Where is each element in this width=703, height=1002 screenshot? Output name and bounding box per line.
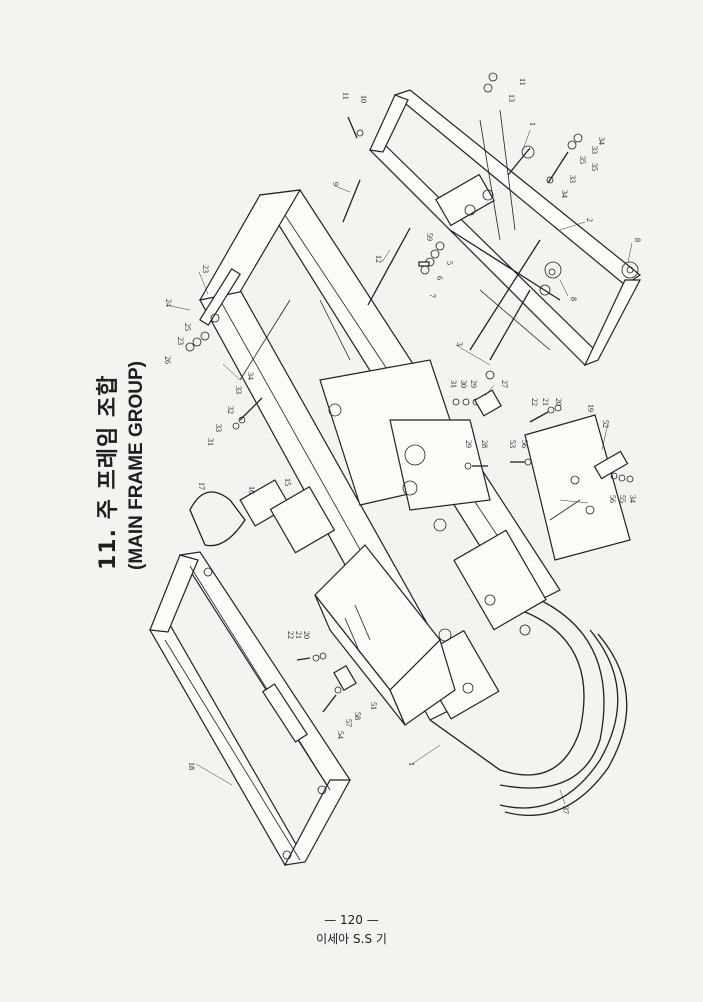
label-6: 6 xyxy=(435,276,444,280)
label-56: 56 xyxy=(608,495,617,503)
label-3: 3 xyxy=(455,342,464,346)
label-35: 35 xyxy=(578,156,587,164)
label-52: 52 xyxy=(601,420,610,428)
label-59: 59 xyxy=(425,233,434,241)
label-24: 24 xyxy=(164,299,173,307)
label-18: 18 xyxy=(187,762,196,770)
label-26: 26 xyxy=(163,356,172,364)
label-58: 58 xyxy=(353,712,362,720)
label-11: 11 xyxy=(341,92,350,100)
label-21: 21 xyxy=(541,398,550,406)
label-11: 11 xyxy=(518,78,527,86)
seat-parts-15-16-17 xyxy=(189,479,336,554)
right-frame-assembly xyxy=(368,89,642,380)
label-15: 15 xyxy=(283,478,292,486)
label-5: 5 xyxy=(445,261,454,265)
label-8: 8 xyxy=(633,238,642,242)
label-34: 34 xyxy=(628,495,637,503)
leader-lines xyxy=(170,129,633,805)
page-number: — 120 — xyxy=(324,913,379,927)
label-51: 51 xyxy=(369,702,378,710)
label-25: 25 xyxy=(183,323,192,331)
label-33: 33 xyxy=(234,386,243,394)
label-35: 35 xyxy=(590,163,599,171)
label-53: 53 xyxy=(508,440,517,448)
label-29: 29 xyxy=(469,380,478,388)
label-34: 34 xyxy=(246,372,255,380)
label-56: 56 xyxy=(520,440,529,448)
label-32: 32 xyxy=(226,406,235,414)
label-22: 22 xyxy=(530,398,539,406)
label-33: 33 xyxy=(568,175,577,183)
title-english: (MAIN FRAME GROUP) xyxy=(126,361,147,570)
main-frame-part-1 xyxy=(198,189,605,789)
label-33: 33 xyxy=(590,146,599,154)
label-8: 8 xyxy=(569,297,578,301)
label-31: 31 xyxy=(449,380,458,388)
label-21: 21 xyxy=(294,631,303,639)
label-22: 22 xyxy=(286,631,295,639)
label-34: 34 xyxy=(560,190,569,198)
label-28: 28 xyxy=(480,440,489,448)
label-23: 23 xyxy=(176,337,185,345)
label-31: 31 xyxy=(206,438,215,446)
label-30: 30 xyxy=(459,380,468,388)
plate-part-19 xyxy=(524,414,631,561)
label-10: 10 xyxy=(359,95,368,103)
label-27: 27 xyxy=(500,380,509,388)
label-57: 57 xyxy=(344,719,353,727)
left-frame-part-18 xyxy=(149,551,352,866)
label-16: 16 xyxy=(247,486,256,494)
label-12: 12 xyxy=(374,255,383,263)
label-20: 20 xyxy=(554,398,563,406)
label-29: 29 xyxy=(464,440,473,448)
label-33: 33 xyxy=(214,424,223,432)
label-37: 37 xyxy=(561,806,570,814)
label-7: 7 xyxy=(428,294,437,298)
part-number-labels: 18 1 37 54 57 58 51 22 21 20 17 16 15 31… xyxy=(163,78,642,814)
label-19: 19 xyxy=(586,404,595,412)
label-55: 55 xyxy=(618,495,627,503)
publisher-mark: 이세아 S.S 기 xyxy=(316,932,387,946)
label-9: 9 xyxy=(331,182,340,186)
label-2: 2 xyxy=(585,218,594,222)
label-34: 34 xyxy=(597,137,606,145)
hardware xyxy=(185,72,634,713)
front-hoop-part-37 xyxy=(499,629,628,816)
battery-box xyxy=(314,544,456,726)
label-54: 54 xyxy=(336,731,345,739)
label-17: 17 xyxy=(197,482,206,490)
label-23: 23 xyxy=(201,265,210,273)
label-1: 1 xyxy=(528,122,537,126)
label-1: 1 xyxy=(407,762,416,766)
label-20: 20 xyxy=(302,631,311,639)
label-13: 13 xyxy=(507,94,516,102)
title-korean: 11. 주 프레임 조합 xyxy=(96,374,121,570)
